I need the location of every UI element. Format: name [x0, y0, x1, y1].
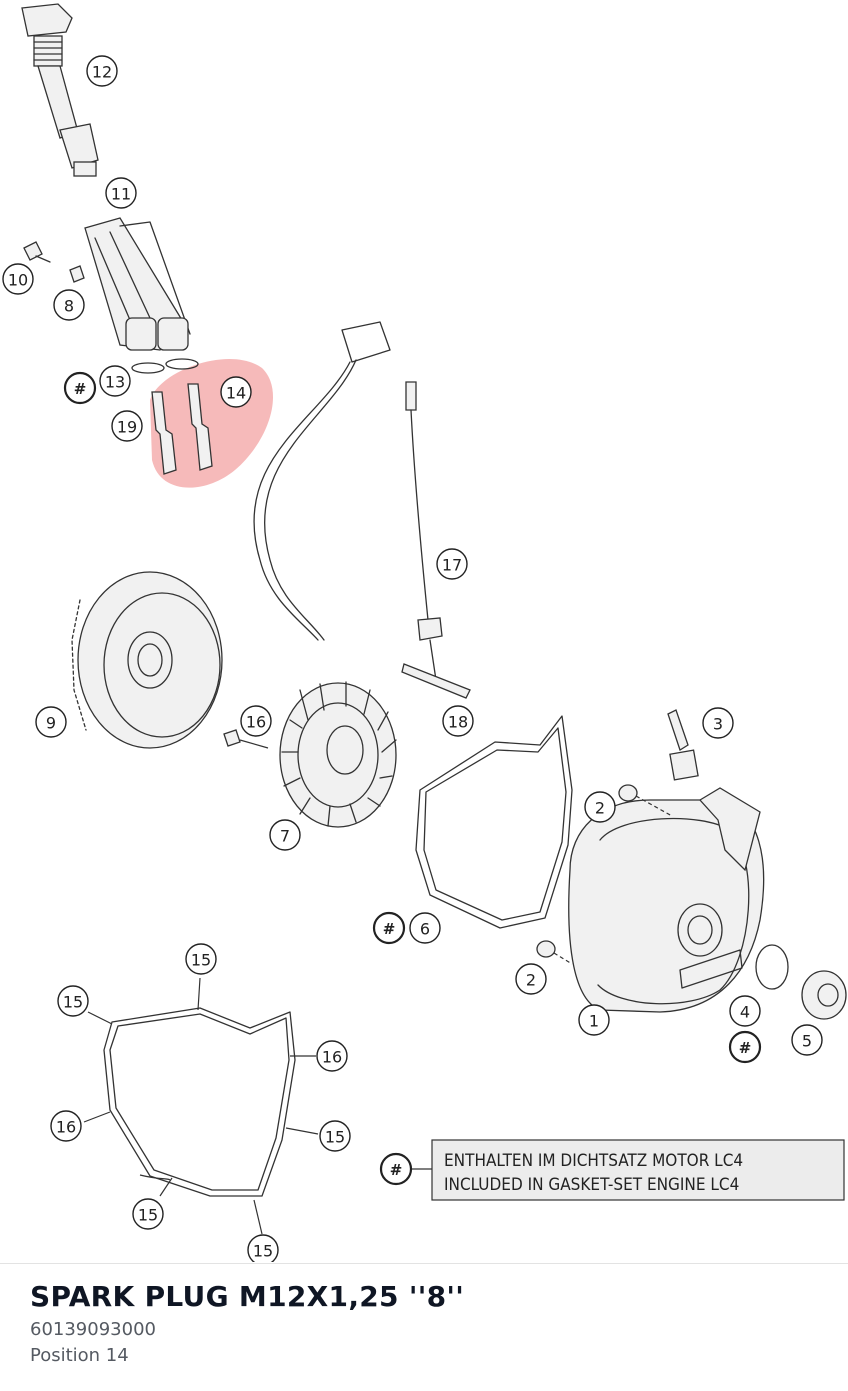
callout-position-2[interactable]: 2 [584, 791, 616, 823]
coil-bracket-part[interactable] [84, 217, 191, 351]
callout-label: 16 [56, 1118, 76, 1137]
exploded-parts-diagram[interactable]: ENTHALTEN IM DICHTSATZ MOTOR LC4 INCLUDE… [0, 0, 848, 1262]
callout-label: 15 [253, 1242, 273, 1261]
callout-label: 15 [191, 951, 211, 970]
callout-position-2[interactable]: 2 [515, 963, 547, 995]
callout-label: 11 [111, 185, 131, 204]
callout-position-8[interactable]: 8 [53, 289, 85, 321]
connector-part [341, 321, 391, 363]
callout-position-16[interactable]: 16 [50, 1110, 82, 1142]
part-position: Position 14 [30, 1345, 129, 1366]
sensor-cable-part[interactable] [401, 381, 471, 699]
callout-label: 1 [589, 1012, 599, 1031]
legend-line-en: INCLUDED IN GASKET-SET ENGINE LC4 [444, 1175, 739, 1195]
bolt-10-part [23, 241, 43, 261]
callout-label: 2 [526, 971, 536, 990]
callout-label: 7 [280, 827, 290, 846]
ignition-coil-part[interactable] [21, 3, 99, 177]
callout-gasket-set-marker[interactable]: # [728, 1030, 762, 1064]
callout-position-19[interactable]: 19 [111, 410, 143, 442]
callout-label: 19 [117, 418, 137, 437]
stator-part[interactable] [279, 681, 397, 828]
callout-label: 17 [442, 556, 462, 575]
callout-label: 12 [92, 63, 112, 82]
clip-3-part [667, 709, 689, 751]
part-title: SPARK PLUG M12X1,25 ''8'' [30, 1280, 465, 1313]
flywheel-part[interactable] [71, 571, 223, 749]
callout-position-15[interactable]: 15 [247, 1234, 279, 1262]
stator-gasket-part[interactable] [103, 1007, 296, 1197]
callout-position-13[interactable]: 13 [99, 365, 131, 397]
callout-position-15[interactable]: 15 [57, 985, 89, 1017]
callout-position-16[interactable]: 16 [240, 705, 272, 737]
dowel-2-part [618, 784, 638, 802]
plug-5-part [801, 970, 847, 1020]
callout-position-16[interactable]: 16 [316, 1040, 348, 1072]
callout-label: 5 [802, 1032, 812, 1051]
callout-label: 15 [138, 1206, 158, 1225]
callout-label: 10 [8, 271, 28, 290]
callout-label: 3 [713, 715, 723, 734]
callout-position-3[interactable]: 3 [702, 707, 734, 739]
callout-position-7[interactable]: 7 [269, 819, 301, 851]
o-ring-4-part [755, 944, 789, 990]
callout-label: # [383, 920, 396, 938]
callout-position-12[interactable]: 12 [86, 55, 118, 87]
callout-position-9[interactable]: 9 [35, 706, 67, 738]
callout-label: 13 [105, 373, 125, 392]
callout-gasket-set-marker[interactable]: # [63, 371, 97, 405]
part-info-panel: SPARK PLUG M12X1,25 ''8'' 60139093000 Po… [0, 1263, 848, 1391]
callout-label: # [739, 1039, 752, 1057]
callout-label: # [74, 380, 87, 398]
gasket-legend: ENTHALTEN IM DICHTSATZ MOTOR LC4 INCLUDE… [412, 1139, 845, 1201]
nut-8-part [69, 265, 85, 283]
callout-label: # [390, 1161, 403, 1179]
callout-label: 14 [226, 384, 246, 403]
callout-label: 2 [595, 799, 605, 818]
engine-cover-part[interactable] [568, 787, 765, 1013]
callout-label: 15 [325, 1128, 345, 1147]
callout-position-4[interactable]: 4 [729, 995, 761, 1027]
callout-position-10[interactable]: 10 [2, 263, 34, 295]
callout-label: 16 [246, 713, 266, 732]
callout-label: 9 [46, 714, 56, 733]
callout-position-15[interactable]: 15 [319, 1120, 351, 1152]
spark-plug-part[interactable] [151, 383, 213, 475]
callout-position-5[interactable]: 5 [791, 1024, 823, 1056]
callout-gasket-set-marker[interactable]: # [372, 911, 406, 945]
callout-position-1[interactable]: 1 [578, 1004, 610, 1036]
callout-position-17[interactable]: 17 [436, 548, 468, 580]
callout-label: 6 [420, 920, 430, 939]
callout-label: 16 [322, 1048, 342, 1067]
legend-line-de: ENTHALTEN IM DICHTSATZ MOTOR LC4 [444, 1151, 743, 1171]
callout-label: 8 [64, 297, 74, 316]
callout-position-15[interactable]: 15 [132, 1198, 164, 1230]
part-number: 60139093000 [30, 1319, 156, 1340]
callout-label: 15 [63, 993, 83, 1012]
callout-position-6[interactable]: 6 [409, 912, 441, 944]
callout-position-15[interactable]: 15 [185, 943, 217, 975]
callout-position-14[interactable]: 14 [220, 376, 252, 408]
cover-gasket-part[interactable] [415, 715, 573, 929]
callout-label: 4 [740, 1003, 750, 1022]
callout-position-18[interactable]: 18 [442, 705, 474, 737]
callout-gasket-set-marker[interactable]: # [379, 1152, 413, 1186]
callout-label: 18 [448, 713, 468, 732]
callout-position-11[interactable]: 11 [105, 177, 137, 209]
